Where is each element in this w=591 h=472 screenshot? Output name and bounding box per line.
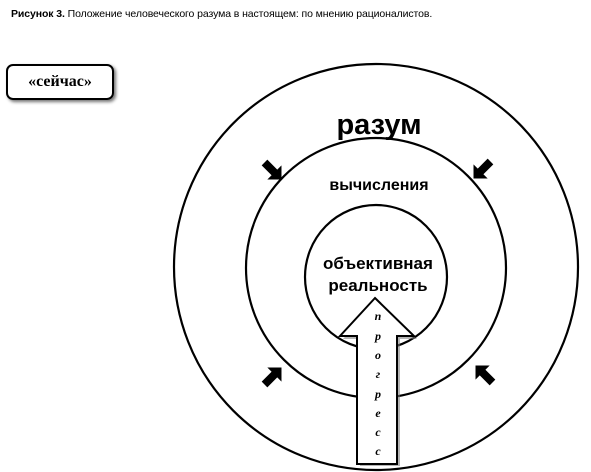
progress-letter: е [375,406,381,420]
arrow-bottom-left-icon [261,367,282,388]
progress-letter: с [375,425,381,439]
progress-letter: с [375,444,381,458]
now-label: «сейчас» [28,73,92,90]
caption-text: Положение человеческого разума в настоящ… [64,8,433,20]
arrow-top-left-icon [261,159,282,180]
progress-arrow-icon [337,296,417,465]
now-label-box: «сейчас» [6,64,114,100]
progress-arrow-label: п р о г р е с с [374,309,382,458]
middle-ring-label: вычисления [329,177,428,194]
progress-letter: р [374,387,381,401]
outer-circle [172,62,580,472]
inner-ring-label-line1: объективная [323,254,433,273]
inner-ring-label-line2: реальность [328,276,427,295]
outer-ring-label: разум [336,109,421,141]
progress-letter: о [375,348,381,362]
arrow-bottom-right-icon [475,365,496,386]
arrow-top-right-icon [473,158,494,179]
caption-label: Рисунок 3. [11,8,65,20]
progress-letter: г [376,367,381,381]
progress-letter: р [374,329,381,343]
progress-letter: п [375,309,382,323]
figure-caption: Рисунок 3. Положение человеческого разум… [11,8,432,20]
